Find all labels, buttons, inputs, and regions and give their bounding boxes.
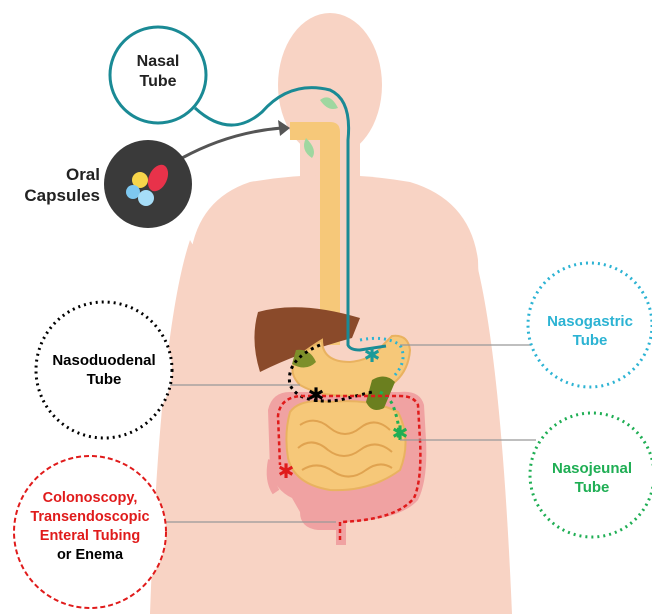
label-line: Tube (532, 479, 652, 498)
label-line: Enteral Tubing (10, 527, 170, 546)
label-line: Nasogastric (530, 313, 650, 332)
nasal-tube-label: Nasal Tube (112, 52, 204, 92)
label-line: Tube (112, 72, 204, 92)
svg-text:✱: ✱ (278, 459, 295, 483)
label-line: or Enema (10, 546, 170, 565)
label-line: Oral (18, 164, 100, 185)
nasoduodenal-tube-label: Nasoduodenal Tube (36, 352, 172, 390)
label-line: Nasojeunal (532, 460, 652, 479)
nasogastric-tube-label: Nasogastric Tube (530, 313, 650, 351)
label-line: Colonoscopy, (10, 489, 170, 508)
svg-text:✱: ✱ (364, 343, 381, 367)
label-line: Transendoscopic (10, 508, 170, 527)
svg-text:✱: ✱ (392, 421, 409, 445)
oral-capsules-label: Oral Capsules (18, 164, 100, 207)
label-line: Tube (36, 371, 172, 390)
label-line: Tube (530, 332, 650, 351)
label-line: Capsules (18, 185, 100, 206)
lower-gi-label: Colonoscopy, Transendoscopic Enteral Tub… (10, 489, 170, 564)
label-line: Nasal (112, 52, 204, 72)
oral-circle (104, 140, 192, 228)
oral-arrow (182, 128, 282, 158)
svg-text:✱: ✱ (308, 383, 325, 407)
nasojejunal-tube-label: Nasojeunal Tube (532, 460, 652, 498)
label-line: Nasoduodenal (36, 352, 172, 371)
